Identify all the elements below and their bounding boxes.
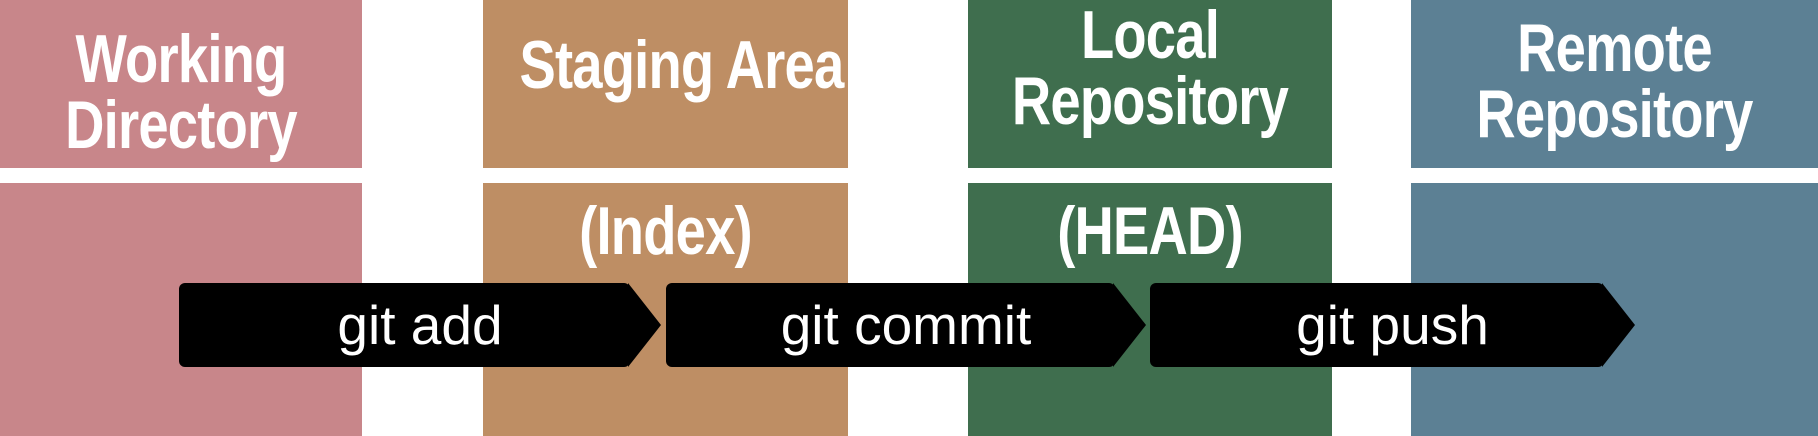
remote-repository-header: Remote Repository — [1411, 0, 1818, 168]
arrow-git-commit-label: git commit — [780, 294, 1032, 356]
local-repository-title-line2: Repository — [1011, 63, 1289, 139]
local-repository-subtitle: (HEAD) — [1057, 193, 1243, 269]
arrow-git-add-shaft — [179, 283, 630, 367]
staging-area-header: Staging Area — [483, 0, 848, 168]
arrow-git-commit: git commit — [666, 283, 1146, 367]
local-repository-header: Local Repository — [968, 0, 1332, 168]
arrow-git-add-label: git add — [337, 294, 503, 356]
working-directory-title: Working Directory — [36, 0, 326, 163]
arrow-git-add: git add — [179, 283, 661, 367]
local-repository-title-line1: Local — [1080, 0, 1220, 73]
staging-area-title-line1: Staging Area — [519, 27, 845, 103]
arrow-git-push-label: git push — [1296, 294, 1489, 356]
remote-repository-title-line1: Remote — [1517, 10, 1713, 86]
working-directory-title-line1: Working — [75, 21, 288, 97]
staging-area-subtitle: (Index) — [579, 193, 753, 269]
working-directory-title-line2: Directory — [65, 87, 297, 163]
remote-repository-title: Remote Repository — [1452, 0, 1778, 152]
arrow-git-commit-shaft — [666, 283, 1115, 367]
arrow-git-push: git push — [1150, 283, 1635, 367]
remote-repository-title-line2: Repository — [1476, 76, 1753, 152]
staging-area-title: Staging Area — [519, 0, 845, 103]
local-repository-title: Local Repository — [1004, 0, 1295, 139]
working-directory-header: Working Directory — [0, 0, 362, 168]
arrow-git-push-shaft — [1150, 283, 1604, 367]
